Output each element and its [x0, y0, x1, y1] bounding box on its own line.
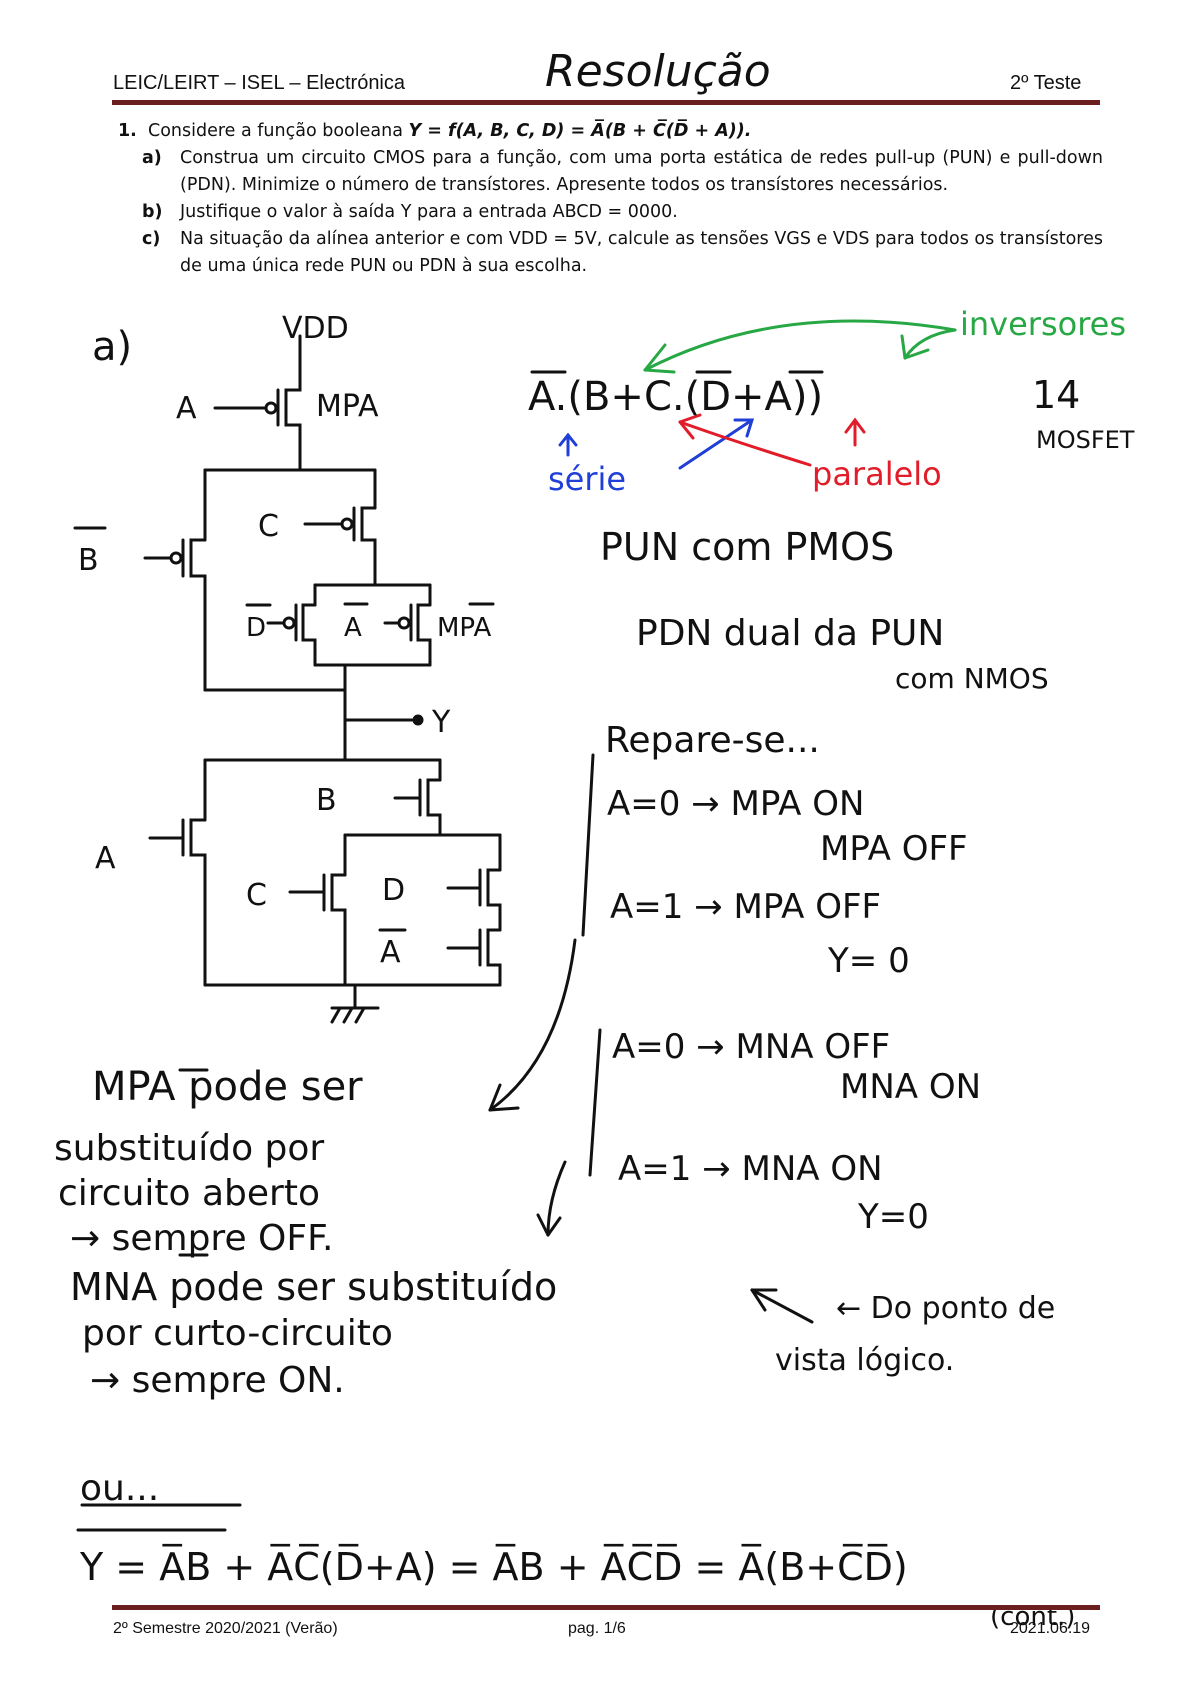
- mna-note-1: MNA pode ser substituído: [70, 1265, 557, 1309]
- logic-note-2: vista lógico.: [775, 1343, 954, 1378]
- question-a: a) Construa um circuito CMOS para a funç…: [142, 145, 1103, 199]
- ou-label: ou...: [80, 1468, 159, 1509]
- question-c: c) Na situação da alínea anterior e com …: [142, 226, 1103, 280]
- mpa-note-3: circuito aberto: [58, 1173, 320, 1214]
- footer-rule: [112, 1605, 1100, 1610]
- question-formula: Y = f(A, B, C, D) = A̅(B + C̅(D̅ + A)).: [408, 121, 752, 141]
- inversores-label: inversores: [960, 305, 1126, 343]
- rule-1a: A=0 → MPA ON: [607, 784, 864, 824]
- question-intro-text: Considere a função booleana: [147, 121, 403, 141]
- output-y-label: Y: [431, 705, 451, 740]
- question-c-text: Na situação da alínea anterior e com VDD…: [180, 229, 1103, 276]
- rule-1b: MPA OFF: [820, 829, 968, 869]
- logic-note-1: ← Do ponto de: [836, 1291, 1055, 1326]
- pdn-nmos-label: com NMOS: [895, 662, 1049, 695]
- question-b: b) Justifique o valor à saída Y para a e…: [142, 199, 1103, 226]
- mna-note-3: → sempre ON.: [90, 1360, 345, 1401]
- gate-d-label: D: [246, 613, 266, 643]
- mosfet-count: 14: [1032, 373, 1080, 417]
- gate-a-bar-label: A: [344, 613, 362, 643]
- gate-c-n-label: C: [246, 878, 267, 913]
- rule-3a: A=0 → MNA OFF: [612, 1027, 890, 1067]
- question-c-label: c): [142, 229, 161, 249]
- question-b-text: Justifique o valor à saída Y para a entr…: [180, 202, 678, 222]
- mna-note-2: por curto-circuito: [82, 1313, 393, 1354]
- question-intro: 1. Considere a função booleana Y = f(A, …: [118, 118, 1103, 145]
- question-a-text: Construa um circuito CMOS para a função,…: [180, 148, 1103, 195]
- serie-label: série: [548, 460, 626, 498]
- footer-date: 2021.06.19: [1010, 1620, 1091, 1637]
- mpa-note-4: → sempre OFF.: [70, 1218, 333, 1259]
- question-a-label: a): [142, 148, 162, 168]
- part-a-label: a): [92, 324, 132, 370]
- rule-3b: MNA ON: [840, 1067, 981, 1107]
- mosfet-label: MOSFET: [1036, 426, 1135, 454]
- expression-label: A.(B+C.(D+A)): [528, 374, 823, 420]
- gate-a-n-label: A: [95, 841, 116, 876]
- rule-2a: A=1 → MPA OFF: [610, 887, 881, 927]
- gate-b-bar-label: B: [78, 543, 99, 578]
- pun-label: PUN com PMOS: [600, 525, 894, 569]
- vdd-label: VDD: [282, 311, 349, 346]
- mpa-note-2: substituído por: [54, 1128, 324, 1169]
- header-resolution-title: Resolução: [545, 46, 771, 97]
- gate-a-bar-n-label: A: [380, 935, 401, 970]
- pdn-label: PDN dual da PUN: [636, 613, 944, 654]
- footer-semester: 2º Semestre 2020/2021 (Verão): [113, 1620, 338, 1637]
- gate-b-bar-n-label: B: [316, 783, 337, 818]
- question-b-label: b): [142, 202, 163, 222]
- rule-4b: Y=0: [857, 1197, 929, 1237]
- header-course: LEIC/LEIRT – ISEL – Electrónica: [113, 72, 406, 94]
- question-number: 1.: [118, 121, 137, 141]
- gate-d-n-label: D: [382, 873, 405, 908]
- header-rule: [112, 100, 1100, 105]
- mpa-transistor: [284, 376, 302, 472]
- header-test: 2º Teste: [1010, 72, 1082, 94]
- paralelo-label: paralelo: [812, 455, 942, 493]
- repare-label: Repare-se...: [605, 720, 820, 761]
- final-expression: Y = A̅B + A̅C̅(D̅+A) = A̅B + A̅C̅D̅ = A̅…: [79, 1544, 908, 1589]
- mpa-bar-label: MPA: [437, 613, 491, 643]
- footer-page: pag. 1/6: [568, 1620, 626, 1637]
- question-block: 1. Considere a função booleana Y = f(A, …: [118, 118, 1103, 280]
- mpa-label: MPA: [316, 389, 379, 424]
- rule-2b: Y= 0: [827, 941, 910, 981]
- rule-4a: A=1 → MNA ON: [618, 1149, 883, 1189]
- gate-a-top-label: A: [176, 391, 197, 426]
- mpa-note-1: MPA pode ser: [92, 1064, 363, 1110]
- gate-c-top-label: C: [258, 509, 279, 544]
